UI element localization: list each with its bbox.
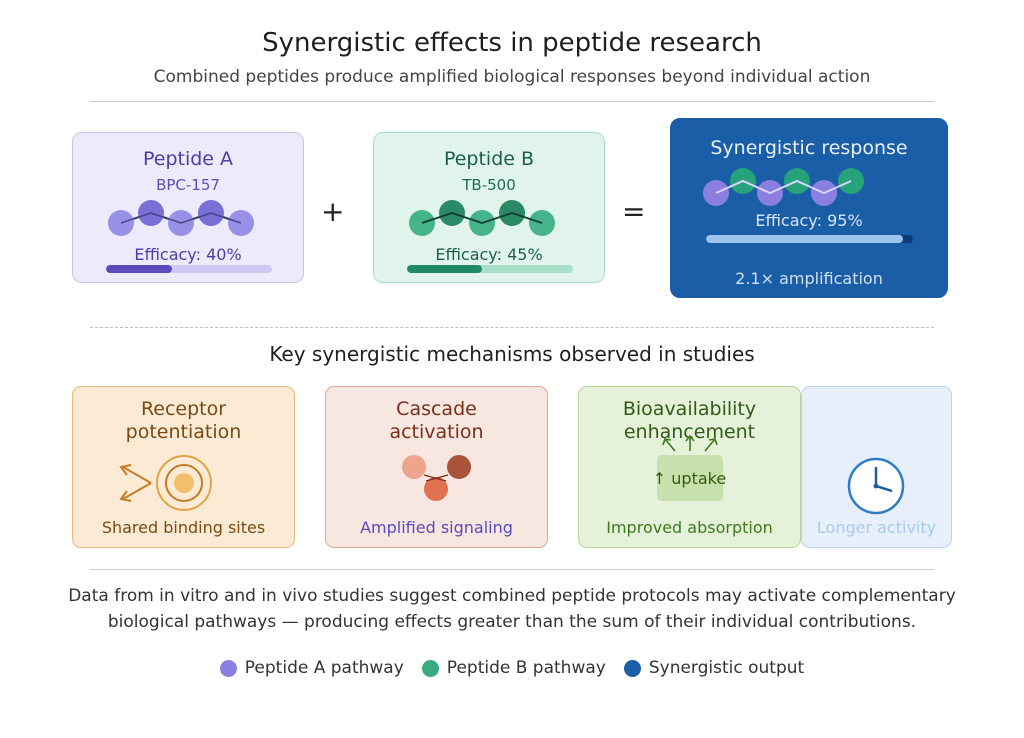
- peptide-a-code: BPC-157: [156, 176, 220, 194]
- synergy-efficacy-bar: [706, 235, 913, 243]
- legend-item-synergy: Synergistic output: [623, 658, 804, 678]
- uptake-arrows-icon: [662, 434, 718, 452]
- mechanism-duration-card: Longer activity: [801, 386, 952, 548]
- mechanism-cascade-caption: Amplified signaling: [360, 518, 513, 537]
- page-title: Synergistic effects in peptide research: [262, 28, 762, 58]
- peptide-b-efficacy-label: Efficacy: 45%: [435, 245, 543, 264]
- header-divider: [90, 101, 934, 102]
- footnote: Data from in vitro and in vivo studies s…: [68, 586, 956, 632]
- legend-item-peptide-a: Peptide A pathway: [219, 658, 404, 678]
- mechanism-bioavailability-caption: Improved absorption: [606, 518, 773, 537]
- peptide-b-code: TB-500: [462, 176, 516, 194]
- peptide-b-name: Peptide B: [443, 148, 535, 170]
- peptide-a-card: Peptide A BPC-157 Efficacy: 40%: [72, 132, 304, 283]
- mechanism-duration-caption: Longer activity: [816, 518, 937, 537]
- molecule-chain-icon: [703, 168, 864, 206]
- synergy-amplification: 2.1× amplification: [735, 269, 883, 288]
- equals-operator: =: [622, 195, 646, 228]
- mechanism-cascade-title: Cascade activation: [389, 398, 484, 443]
- synergy-efficacy-label: Efficacy: 95%: [755, 211, 863, 230]
- mechanism-receptor-card: Receptor potentiation Shared binding sit…: [72, 386, 295, 548]
- legend: Peptide A pathway Peptide B pathway Syne…: [0, 658, 1024, 678]
- mechanism-bioavailability-title: Bioavailability enhancement: [622, 398, 757, 443]
- synergy-title: Synergistic response: [710, 137, 908, 159]
- section-divider: [90, 327, 934, 328]
- footer-divider: [90, 569, 934, 570]
- legend-dot: [421, 659, 439, 677]
- cascade-icon: [402, 455, 471, 501]
- peptide-b-card: Peptide B TB-500 Efficacy: 45%: [373, 132, 605, 283]
- plus-operator: +: [321, 195, 345, 228]
- mechanisms-heading: Key synergistic mechanisms observed in s…: [269, 342, 755, 366]
- arrow-icon: [119, 464, 152, 502]
- clock-icon: [847, 457, 905, 515]
- mechanism-receptor-caption: Shared binding sites: [101, 518, 266, 537]
- molecule-chain-icon: [409, 200, 555, 236]
- mechanism-receptor-title: Receptor potentiation: [125, 398, 242, 443]
- legend-item-peptide-b: Peptide B pathway: [421, 658, 606, 678]
- peptide-a-efficacy-bar: [106, 265, 272, 273]
- legend-dot: [623, 659, 641, 677]
- mechanism-bioavailability-card: Bioavailability enhancement ↑ uptake Imp…: [578, 386, 801, 548]
- peptide-a-efficacy-label: Efficacy: 40%: [134, 245, 242, 264]
- legend-dot: [219, 659, 237, 677]
- mechanism-cascade-card: Cascade activation Amplified signaling: [325, 386, 548, 548]
- uptake-box: [657, 455, 723, 501]
- synergy-card: Synergistic response Efficacy: 95% 2.1× …: [670, 118, 948, 298]
- uptake-label: ↑ uptake: [652, 469, 727, 488]
- page-subtitle: Combined peptides produce amplified biol…: [153, 67, 871, 87]
- target-icon: [156, 455, 212, 511]
- molecule-chain-icon: [108, 200, 254, 236]
- peptide-a-name: Peptide A: [142, 148, 234, 170]
- peptide-b-efficacy-bar: [407, 265, 573, 273]
